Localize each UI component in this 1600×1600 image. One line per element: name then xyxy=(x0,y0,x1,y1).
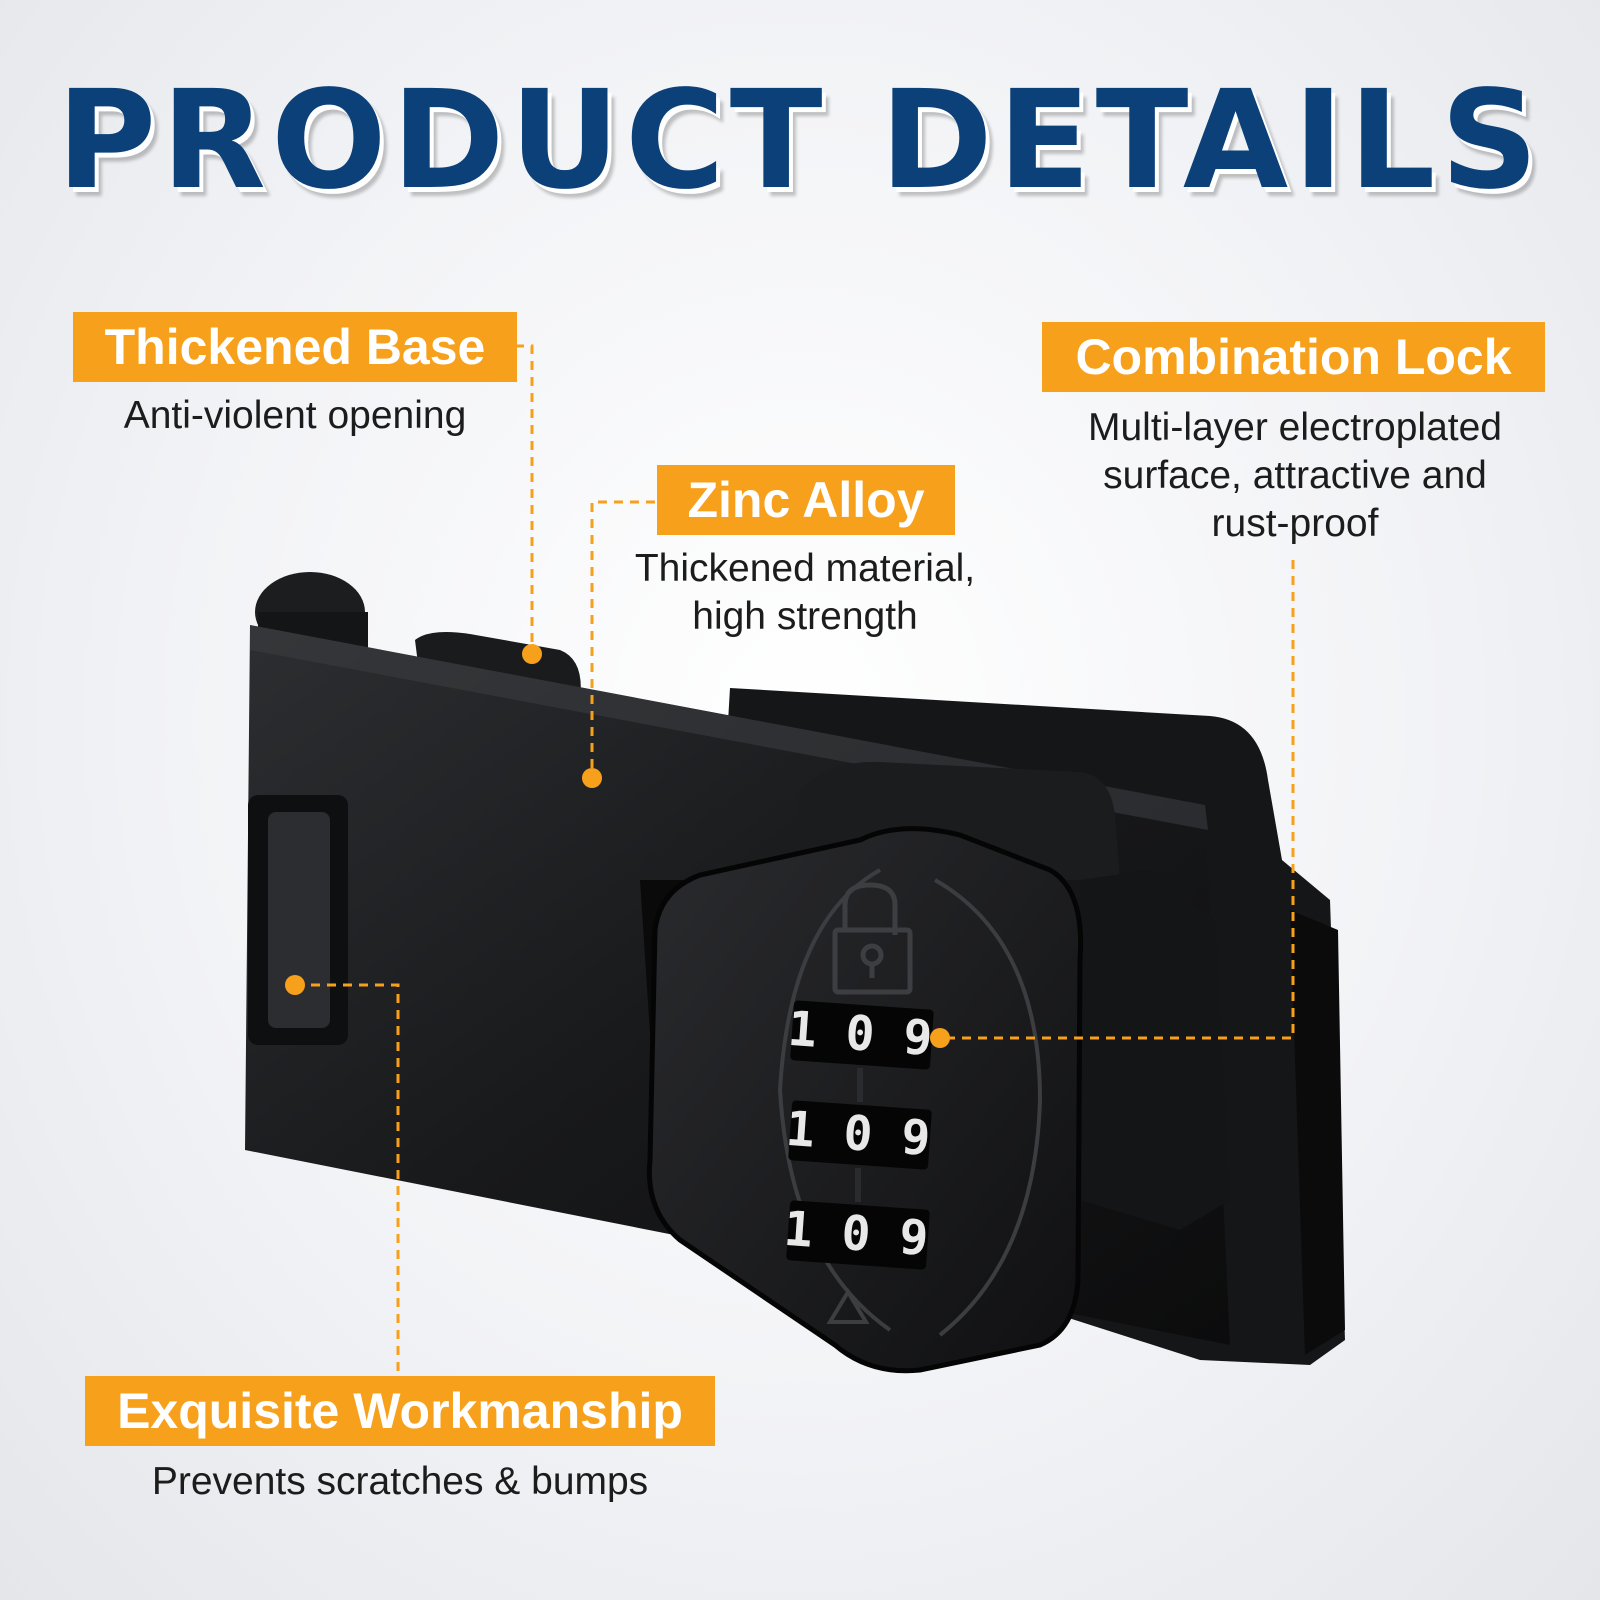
lock-face xyxy=(646,826,1084,1374)
callout-desc-exquisite-workmanship: Prevents scratches & bumps xyxy=(151,1460,649,1503)
callout-desc-zinc-alloy: Thickened material, high strength xyxy=(634,547,976,638)
svg-text:1 0 9: 1 0 9 xyxy=(784,1101,932,1167)
callout-label-thickened-base: Thickened Base xyxy=(73,312,517,382)
combination-dial-3[interactable]: 1 0 9 xyxy=(782,1200,930,1270)
combination-dial-1[interactable]: 1 0 9 xyxy=(786,1000,934,1070)
callout-label-zinc-alloy: Zinc Alloy xyxy=(657,465,955,535)
triangle-arrow-icon xyxy=(826,1288,870,1324)
svg-text:1 0 9: 1 0 9 xyxy=(782,1201,930,1267)
callout-desc-combination-lock: Multi-layer electroplated surface, attra… xyxy=(1087,406,1502,545)
svg-text:1 0 9: 1 0 9 xyxy=(786,1001,934,1067)
callout-desc-thickened-base: Anti-violent opening xyxy=(123,394,467,437)
page-title: PRODUCT DETAILS xyxy=(56,62,1544,220)
padlock-icon xyxy=(832,882,913,995)
combination-dial-2[interactable]: 1 0 9 xyxy=(784,1100,932,1170)
callout-label-combination-lock: Combination Lock xyxy=(1042,322,1545,392)
callout-label-exquisite-workmanship: Exquisite Workmanship xyxy=(85,1376,715,1446)
